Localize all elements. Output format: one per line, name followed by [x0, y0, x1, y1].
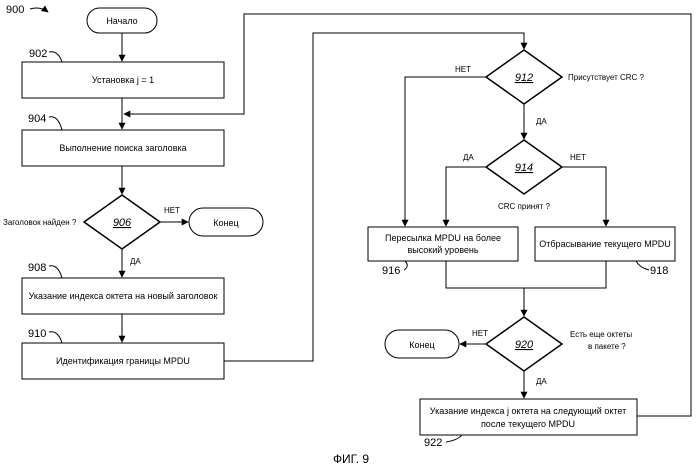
ref-904: 904: [28, 113, 46, 125]
decision-906-ref: 906: [113, 217, 132, 229]
box-918-text: Отбрасывание текущего MPDU: [539, 239, 670, 249]
decision-914-no: НЕТ: [570, 153, 586, 162]
box-908-text: Указание индекса октета на новый заголов…: [29, 291, 218, 301]
decision-906-no: НЕТ: [164, 206, 180, 215]
edge-914-no: [562, 167, 606, 226]
ref-922-leader: [446, 435, 462, 442]
ref-902: 902: [29, 48, 47, 60]
ref-922: 922: [424, 437, 442, 449]
decision-912-yes: ДА: [536, 117, 547, 126]
ref-918-leader: [636, 261, 649, 270]
box-910-text: Идентификация границы MPDU: [56, 356, 190, 366]
decision-912-no: НЕТ: [455, 65, 471, 74]
decision-914-yes: ДА: [463, 153, 474, 162]
box-902-text: Установка j = 1: [92, 75, 154, 85]
ref-902-leader: [49, 52, 62, 62]
ref-916: 916: [382, 265, 400, 277]
decision-920-yes: ДА: [536, 377, 547, 386]
ref-904-leader: [49, 117, 62, 130]
box-916-line2: высокий уровень: [407, 245, 478, 255]
decision-914-question: CRC принят ?: [498, 202, 550, 211]
edge-910-912: [224, 33, 524, 361]
decision-920-no: НЕТ: [472, 329, 488, 338]
figure-caption: ФИГ. 9: [333, 452, 369, 466]
decision-906-question: Заголовок найден ?: [3, 218, 77, 227]
end-label-1: Конец: [213, 218, 238, 228]
ref-910-leader: [49, 332, 62, 343]
decision-914-ref: 914: [515, 162, 533, 174]
decision-920-line2: в пакете ?: [588, 342, 626, 351]
decision-912-ref: 912: [515, 72, 533, 84]
box-916-line1: Пересылка MPDU на более: [385, 233, 501, 243]
ref-918: 918: [650, 265, 668, 277]
decision-920-ref: 920: [515, 339, 534, 351]
figure-number-arrow: [30, 8, 48, 12]
decision-906-yes: ДА: [130, 257, 141, 266]
box-922-line2: после текущего MPDU: [481, 419, 575, 429]
decision-920-line1: Есть еще октеты: [570, 330, 632, 339]
edge-916-merge: [446, 261, 606, 288]
ref-910: 910: [28, 328, 46, 340]
end-label-2: Конец: [409, 340, 434, 350]
edge-914-yes: [446, 167, 486, 226]
ref-908: 908: [28, 262, 46, 274]
ref-916-leader: [404, 261, 407, 270]
box-922: [420, 399, 637, 435]
box-922-line1: Указание индекса j октета на следующий о…: [430, 406, 626, 416]
ref-908-leader: [49, 266, 62, 278]
figure-number: 900: [6, 4, 24, 16]
decision-912-question: Присутствует CRC ?: [568, 73, 645, 82]
box-904-text: Выполнение поиска заголовка: [59, 143, 186, 153]
start-label: Начало: [106, 16, 137, 26]
